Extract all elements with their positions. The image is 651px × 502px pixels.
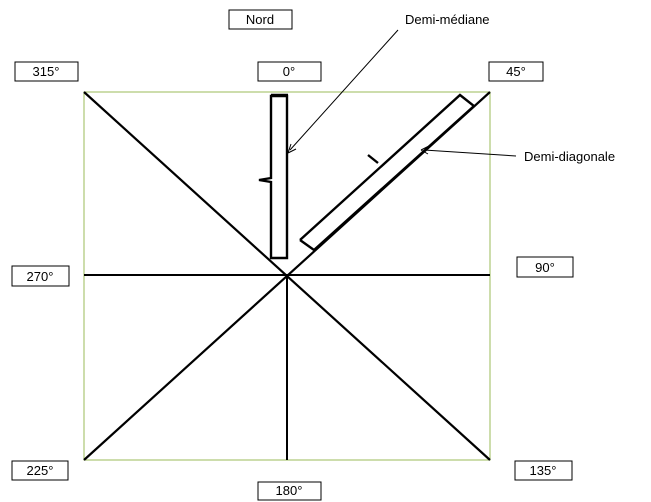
deg-90-label: 90° [535,260,555,275]
half-diagonal-brace [299,93,476,252]
deg-45-box: 45° [488,61,544,82]
deg-135-label: 135° [530,463,557,478]
deg-45-label: 45° [506,64,526,79]
deg-180-label: 180° [276,483,303,498]
deg-270-label: 270° [27,269,54,284]
half-median-brace [258,94,289,260]
deg-270-box: 270° [11,265,70,287]
half-median-arrow-line [289,29,399,151]
half-median-arrowhead [287,143,297,154]
deg-0-box: 0° [257,61,322,82]
half-diagonal-arrow-line [423,149,517,157]
north-label: Nord [246,12,274,27]
north-label-box: Nord [228,9,293,30]
half-diagonal-label: Demi-diagonale [524,149,615,164]
half-diagonal-arrowhead [420,145,430,155]
deg-225-box: 225° [11,460,69,481]
deg-315-label: 315° [33,64,60,79]
deg-90-box: 90° [516,256,574,278]
half-median-label: Demi-médiane [405,12,490,27]
deg-0-label: 0° [283,64,295,79]
deg-135-box: 135° [514,460,573,481]
deg-315-box: 315° [14,61,79,82]
deg-180-box: 180° [257,481,322,501]
deg-225-label: 225° [27,463,54,478]
